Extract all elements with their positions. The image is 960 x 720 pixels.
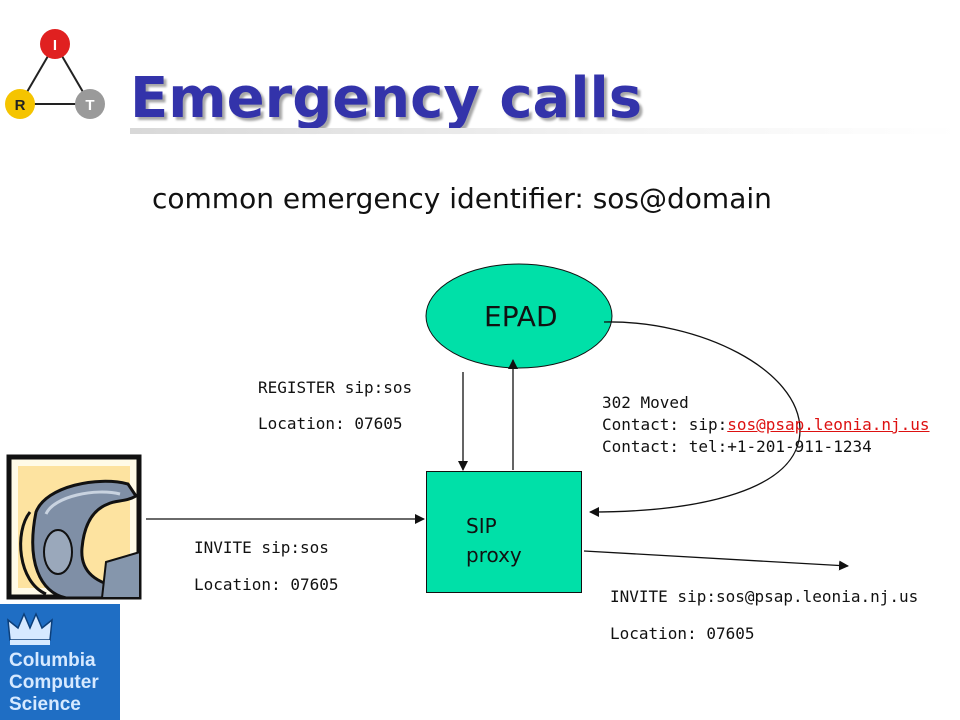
- columbia-cs-text: Columbia Computer Science: [9, 650, 99, 716]
- sip-proxy-label: SIP proxy: [466, 512, 522, 570]
- moved-contact-tel: Contact: tel:+1-201-911-1234: [602, 437, 872, 456]
- register-line1: REGISTER sip:sos: [258, 378, 413, 397]
- invite-out-arrow: [583, 550, 849, 571]
- moved-contact-sip: Contact: sip:sos@psap.leonia.nj.us: [602, 414, 930, 436]
- irt-letter-t: T: [85, 97, 94, 114]
- cs-text-line2: Computer: [9, 672, 99, 693]
- moved-status: 302 Moved: [602, 393, 689, 412]
- proxy-label-line1: SIP: [466, 514, 497, 538]
- title-underline: [130, 128, 960, 134]
- epad-node-shape: [425, 263, 613, 369]
- invite-out-line2: Location: 07605: [610, 624, 755, 643]
- irt-logo: I R T: [5, 29, 105, 119]
- psap-email-link[interactable]: sos@psap.leonia.nj.us: [727, 415, 930, 434]
- invite-in-line2: Location: 07605: [194, 575, 339, 594]
- proxy-label-line2: proxy: [466, 543, 522, 567]
- slide-subtitle: common emergency identifier: sos@domain: [152, 182, 772, 215]
- telephone-icon: [6, 454, 142, 600]
- invite-out-line1: INVITE sip:sos@psap.leonia.nj.us: [610, 587, 919, 606]
- register-line2: Location: 07605: [258, 414, 403, 433]
- sip-proxy-node: [426, 471, 582, 593]
- invite-in-line1: INVITE sip:sos: [194, 538, 329, 557]
- columbia-cs-logo: Columbia Computer Science: [0, 604, 120, 720]
- epad-label: EPAD: [484, 300, 558, 333]
- crown-icon: [7, 612, 53, 645]
- moved-response-arrow: [589, 321, 801, 517]
- slide-title: Emergency calls: [130, 66, 643, 131]
- moved-contact-prefix: Contact: sip:: [602, 415, 728, 434]
- cs-text-line3: Science: [9, 694, 81, 715]
- cs-text-line1: Columbia: [9, 650, 96, 671]
- irt-letter-r: R: [15, 97, 26, 114]
- moved-message: 302 Moved Contact: sip:sos@psap.leonia.n…: [602, 392, 930, 458]
- irt-letter-i: I: [53, 37, 57, 54]
